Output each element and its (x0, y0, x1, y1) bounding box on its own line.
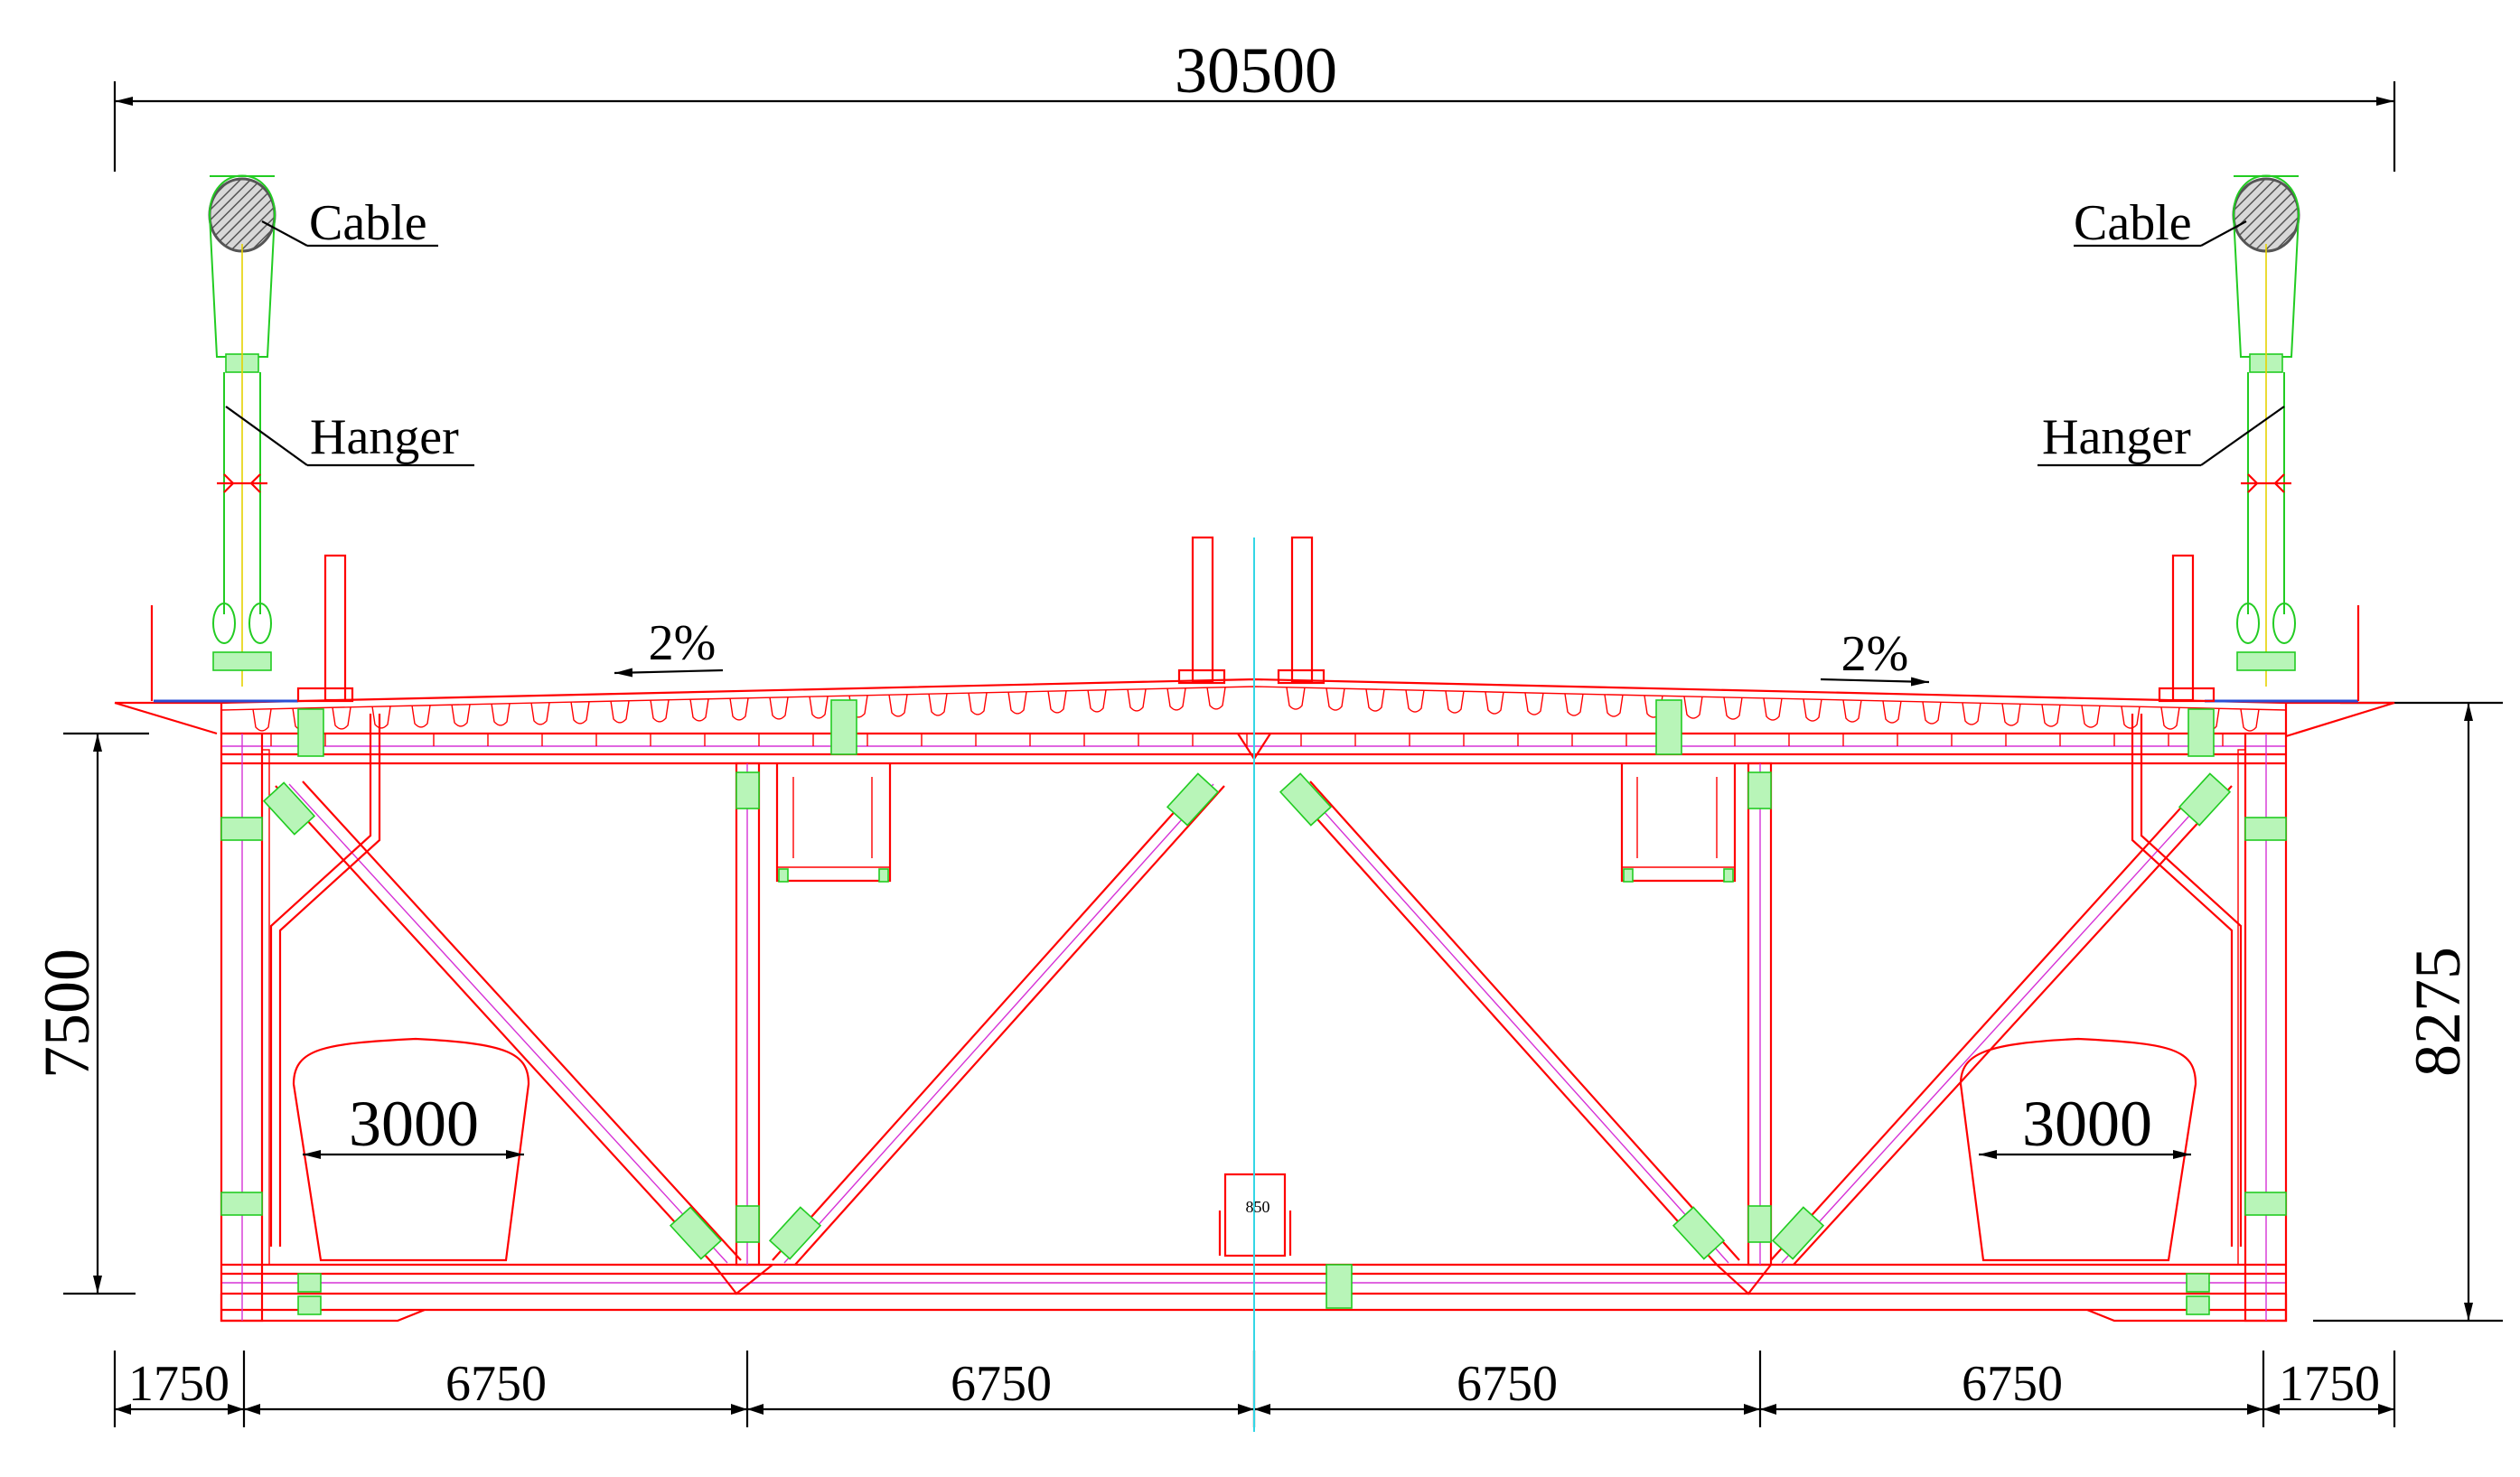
railing-posts (150, 536, 2360, 703)
u-rib (1365, 688, 1385, 712)
left-height-dimension: 7500 (31, 732, 149, 1295)
hanger-right-label: Hanger (2042, 409, 2191, 465)
u-rib (888, 694, 908, 717)
u-rib (1445, 690, 1465, 714)
u-rib (2081, 705, 2101, 728)
u-rib (1166, 687, 1186, 711)
deck-u-ribs (252, 687, 2260, 732)
span-label-2: 6750 (445, 1356, 547, 1412)
slope-right-label: 2% (1841, 626, 1909, 682)
u-rib (1962, 702, 1981, 725)
clearance-left-label: 3000 (349, 1088, 479, 1160)
u-rib (1206, 687, 1226, 710)
span-label-6: 1750 (2279, 1356, 2380, 1412)
u-rib (1803, 698, 1822, 722)
u-rib (1047, 690, 1067, 714)
slope-indicators: 2% 2% (614, 615, 1930, 687)
clearance-envelopes: 3000 3000 (292, 1037, 2197, 1262)
u-rib (928, 693, 948, 716)
u-rib (332, 706, 351, 730)
u-rib (1524, 692, 1544, 715)
u-rib (2001, 703, 2021, 726)
right-height-dimension: 8275 (2313, 701, 2503, 1323)
u-rib (729, 697, 749, 721)
hanging-brackets (775, 763, 1737, 1257)
center-mark-label: 850 (1246, 1198, 1270, 1216)
u-rib (610, 700, 630, 724)
u-rib (968, 692, 988, 715)
clearance-right-label: 3000 (2022, 1088, 2152, 1160)
u-rib (1485, 691, 1504, 715)
joint-details (220, 699, 2287, 1315)
deck-stiffener-ticks (270, 734, 2224, 746)
u-rib (650, 699, 670, 723)
u-rib (2041, 704, 2061, 727)
u-rib (689, 698, 709, 722)
centerline: 850 (1246, 538, 1270, 1432)
u-rib (2240, 708, 2260, 732)
span-label-4: 6750 (1457, 1356, 1558, 1412)
u-rib (1405, 689, 1425, 713)
right-cable-hanger: Cable Hanger (2038, 174, 2300, 687)
overall-width-label: 30500 (1175, 34, 1337, 107)
u-rib (1683, 696, 1703, 719)
left-cable-hanger: Cable Hanger (208, 174, 474, 687)
span-label-3: 6750 (951, 1356, 1052, 1412)
cable-left-icon (208, 177, 276, 253)
drainage-pipes (269, 714, 2243, 1247)
u-rib (451, 704, 471, 727)
u-rib (2121, 706, 2141, 729)
u-rib (1922, 701, 1942, 724)
u-rib (1127, 688, 1147, 712)
span-label-5: 6750 (1962, 1356, 2063, 1412)
u-rib (411, 705, 431, 728)
truss-diagonals (262, 772, 2233, 1266)
u-rib (1763, 697, 1783, 721)
slope-left-label: 2% (649, 615, 717, 671)
u-rib (530, 702, 550, 725)
u-rib (1007, 691, 1027, 715)
overall-width-dimension: 30500 (113, 34, 2396, 172)
u-rib (371, 706, 391, 729)
right-height-label: 8275 (2402, 947, 2474, 1077)
u-rib (1286, 687, 1306, 710)
u-rib (1087, 689, 1107, 713)
u-rib (252, 708, 272, 732)
span-label-1: 1750 (128, 1356, 230, 1412)
cable-left-label: Cable (309, 195, 427, 251)
u-rib (1842, 699, 1862, 723)
u-rib (1882, 700, 1902, 724)
u-rib (491, 703, 511, 726)
u-rib (769, 696, 789, 720)
u-rib (1604, 694, 1624, 717)
u-rib (570, 701, 590, 724)
cable-right-label: Cable (2074, 195, 2192, 251)
left-height-label: 7500 (31, 949, 103, 1079)
u-rib (2160, 706, 2180, 730)
u-rib (1326, 687, 1345, 711)
u-rib (809, 696, 829, 719)
cable-right-icon (2232, 177, 2300, 253)
u-rib (1723, 696, 1743, 720)
inner-verticals (735, 762, 1773, 1267)
hanger-left-label: Hanger (310, 409, 459, 465)
u-rib (1564, 693, 1584, 716)
